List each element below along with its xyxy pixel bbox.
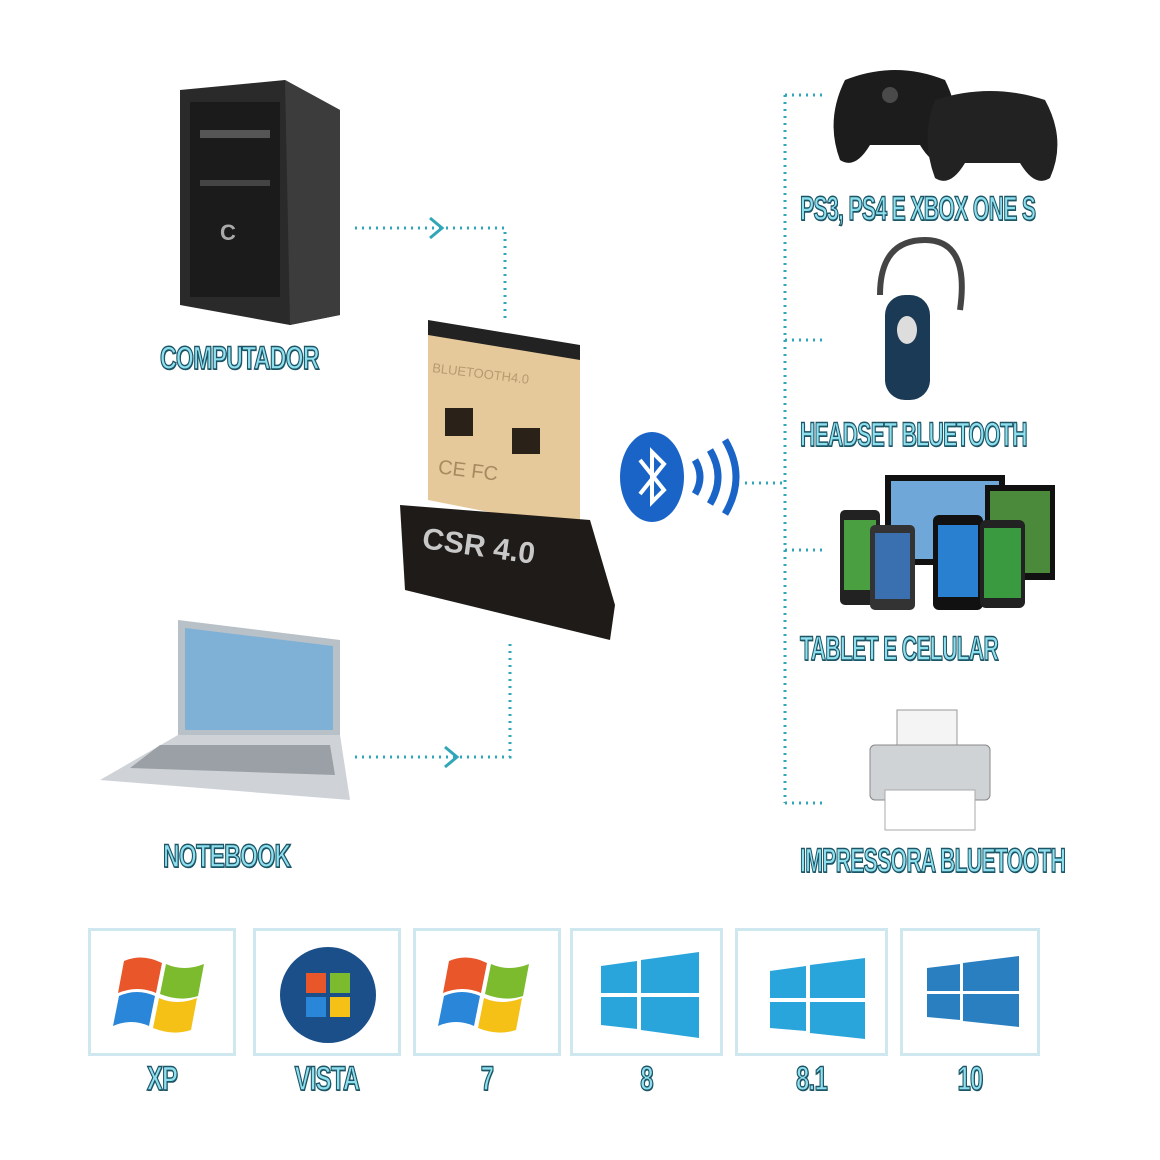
device-label-gamepads: PS3, PS4 E XBOX ONE S [800,189,1037,229]
windows-vista-logo [280,947,376,1043]
windows-8-logo [601,952,699,1038]
os-label-xp: XP [146,1059,178,1099]
laptop-icon [100,620,350,800]
arrow-icon [429,216,445,240]
windows-81-logo [770,958,865,1039]
os-box-vista [253,928,401,1056]
device-label-printer: IMPRESSORA BLUETOOTH [800,841,1067,881]
arrow-icon [444,745,460,769]
os-box-10 [900,928,1040,1056]
bluetooth-dongle: BLUETOOTH4.0 CE FC CSR 4.0 [400,320,620,640]
os-box-xp [88,928,236,1056]
source-label-computador: COMPUTADOR [159,339,320,377]
os-label-10: 10 [957,1059,984,1099]
svg-text:C: C [220,220,236,245]
os-box-7 [413,928,561,1056]
windows-7-logo [438,957,529,1033]
os-label-vista: VISTA [294,1059,361,1099]
headset-icon [877,236,965,400]
os-box-8 [570,928,723,1056]
phone-tablet-icon [840,475,1055,610]
device-label-tablet: TABLET E CELULAR [800,629,1000,669]
os-label-7: 7 [480,1059,494,1099]
os-label-81: 8.1 [795,1059,828,1099]
printer-icon [869,709,991,831]
gamepad-icon [833,70,1058,181]
os-label-8: 8 [640,1059,654,1099]
os-box-81 [735,928,888,1056]
source-label-notebook: NOTEBOOK [162,837,291,875]
bluetooth-icon [620,432,740,522]
windows-10-logo [927,956,1019,1027]
desktop-tower-icon: C [180,80,340,325]
windows-xp-logo [113,957,204,1033]
device-label-headset: HEADSET BLUETOOTH [800,415,1028,455]
